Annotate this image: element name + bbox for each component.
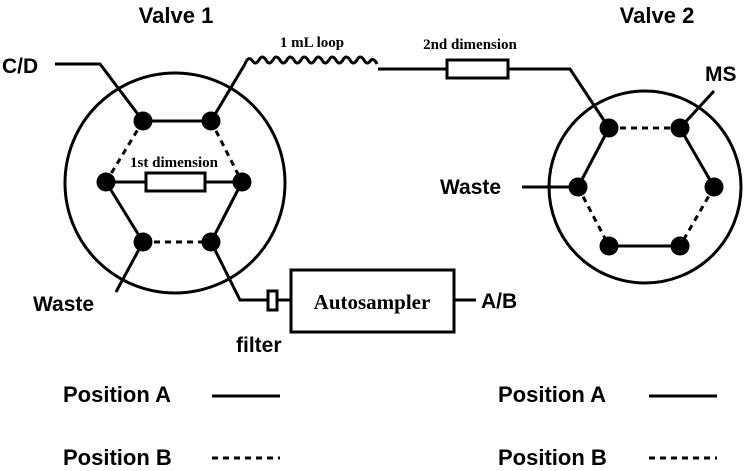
valve2-port-3 <box>704 177 724 197</box>
valve1: 1st dimension <box>55 62 287 302</box>
valve1-dash-upper-left <box>104 120 145 183</box>
legend-right: Position A Position B <box>498 382 717 470</box>
valve1-port-1 <box>133 111 153 131</box>
autosampler-label: Autosampler <box>314 290 431 314</box>
legend-left: Position A Position B <box>63 382 280 470</box>
valve1-port-6 <box>96 172 116 192</box>
loop-label: 1 mL loop <box>280 35 344 51</box>
valve1-body <box>63 71 287 295</box>
legend-right-position-b-label: Position B <box>498 445 607 470</box>
valve2-solid-upper-left <box>576 127 611 188</box>
valve2-port-2 <box>670 118 690 138</box>
autosampler <box>289 268 456 334</box>
valve1-autosampler-line <box>209 241 268 302</box>
legend-left-position-a-label: Position A <box>63 382 171 407</box>
loop-coil <box>243 55 379 65</box>
valve2-waste-label: Waste <box>440 176 501 199</box>
valve2-dash-lower-right <box>678 186 716 247</box>
valve2-dash-lower-left <box>576 186 611 247</box>
valve1-dash-upper-right <box>209 120 244 183</box>
legend-left-position-b-label: Position B <box>63 445 172 470</box>
valve1-waste-label: Waste <box>33 293 94 316</box>
column1 <box>144 171 207 193</box>
valve2-port-5 <box>599 236 619 256</box>
valve1-title: Valve 1 <box>139 3 214 28</box>
valve1-solid-lower-left <box>104 181 145 243</box>
valve2-port-6 <box>568 177 588 197</box>
valve2-port-4 <box>670 236 690 256</box>
column2-label: 2nd dimension <box>423 37 517 53</box>
autosampler-inlet-label: A/B <box>481 290 517 313</box>
valve2-port-1 <box>599 118 619 138</box>
valve2 <box>522 89 743 285</box>
valve1-port-2 <box>201 111 221 131</box>
valve1-port-3 <box>232 172 252 192</box>
valve2-title: Valve 2 <box>620 3 695 28</box>
column2-to-valve2-line <box>508 67 611 129</box>
column2 <box>445 58 510 80</box>
valve1-inlet-line <box>55 62 145 122</box>
valve2-solid-upper-right <box>678 127 716 188</box>
valve1-loop-line <box>209 63 247 122</box>
valve1-inlet-label: C/D <box>2 55 38 78</box>
valve1-solid-lower-right <box>209 181 244 243</box>
column1-label: 1st dimension <box>130 155 219 171</box>
filter <box>266 289 279 312</box>
filter-label: filter <box>236 334 282 357</box>
valve1-port-4 <box>201 232 221 252</box>
valve1-port-5 <box>133 232 153 252</box>
valve2-ms-label: MS <box>705 63 737 86</box>
legend-right-position-a-label: Position A <box>498 382 606 407</box>
